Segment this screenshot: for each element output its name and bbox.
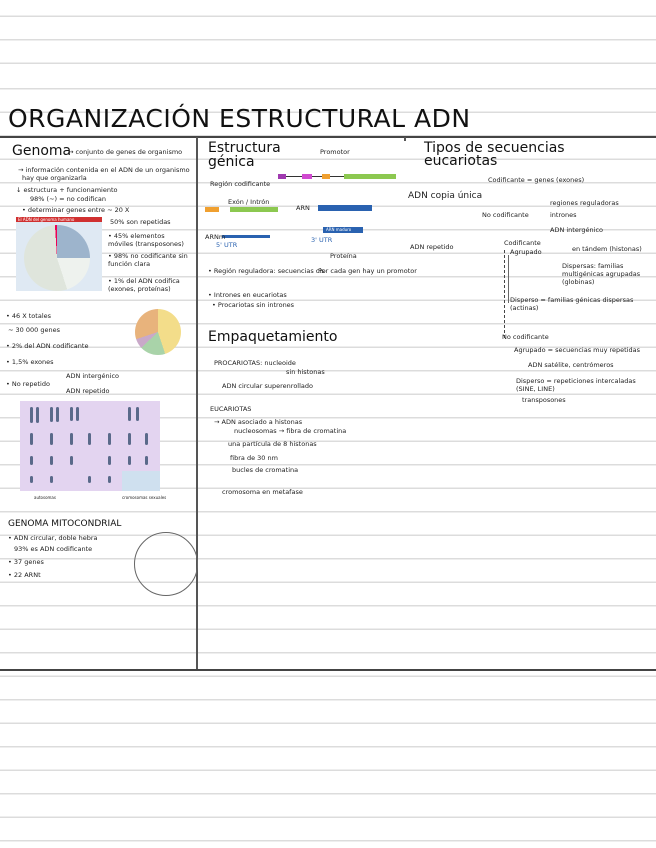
- estructura-heading: Estructura génica: [208, 140, 281, 170]
- karyotype-image: [20, 401, 160, 491]
- karyotype-label: autosomas: [34, 495, 56, 500]
- tree-node: ADN repetido: [410, 243, 454, 251]
- gene-label: ARN maduro: [326, 227, 352, 232]
- genome-fact: • 1,5% exones: [6, 358, 54, 366]
- mito-line: • ADN circular, doble hebra: [8, 534, 98, 542]
- gene-label: Promotor: [320, 148, 350, 156]
- tree-node: No codificante: [482, 211, 529, 219]
- tree-node: intrones: [550, 211, 577, 219]
- pack-line: bucles de cromatina: [232, 466, 299, 474]
- mrna-box: [318, 205, 372, 211]
- gene-label: 3' UTR: [311, 236, 333, 244]
- mito-line: • 22 ARNt: [8, 571, 41, 579]
- pie-note: • 1% del ADN codifica (exones, proteínas…: [108, 277, 180, 293]
- pack-line: → ADN asociado a histonas: [214, 418, 303, 426]
- genome-fact: • 46 X totales: [6, 312, 52, 320]
- mito-line: • 37 genes: [8, 558, 44, 566]
- genome-fact: • No repetido: [6, 380, 50, 388]
- tipos-heading: Tipos de secuencias eucariotas: [424, 140, 565, 169]
- gene-label: Exón / Intrón: [228, 198, 270, 206]
- pie-title: El ADN del genoma humano: [16, 217, 102, 222]
- pie-note: • 45% elementos móviles (transposones): [108, 232, 184, 248]
- gene-note: • Intrones en eucariotas: [208, 291, 287, 299]
- genoma-line: 98% (∼) = no codifican: [30, 195, 107, 203]
- empaquetamiento-heading: Empaquetamiento: [208, 329, 338, 345]
- exon-box: [344, 174, 396, 179]
- gene-note: • Procariotas sin intrones: [212, 301, 295, 309]
- pack-line: PROCARIOTAS: nucleoide: [214, 359, 296, 367]
- pie-note: • 98% no codificante sin función clara: [108, 252, 188, 268]
- genome-fact: • 2% del ADN codificante: [6, 342, 89, 350]
- mature-rna-box: [323, 227, 363, 233]
- page-title: ORGANIZACIÓN ESTRUCTURAL ADN: [8, 104, 471, 133]
- gene-label: Proteína: [330, 252, 357, 260]
- tree-node: No codificante: [502, 333, 549, 341]
- exon-box: [278, 174, 286, 179]
- column-divider-1: [196, 137, 198, 669]
- footer-divider: [0, 669, 656, 671]
- gene-label: Región codificante: [210, 180, 271, 188]
- gene-label: ARN: [296, 204, 310, 212]
- tree-node: regiones reguladoras: [550, 199, 619, 207]
- mrna-strand: [222, 235, 270, 238]
- genoma-heading: Genoma: [12, 143, 72, 159]
- exon-box: [322, 174, 330, 179]
- gene-label: 5' UTR: [216, 241, 238, 249]
- genome-fact: ∼ 30 000 genes: [8, 326, 60, 334]
- tree-node: ADN satélite, centrómeros: [528, 361, 614, 369]
- cds-box: [230, 207, 278, 212]
- karyotype-label: cromosomas sexuales: [122, 495, 167, 500]
- sequence-pie-chart: [135, 309, 181, 355]
- gene-note: • Región reguladora: secuencias cis: [208, 267, 325, 275]
- tree-node: transposones: [522, 396, 566, 404]
- header-divider: [0, 136, 656, 138]
- mito-heading: GENOMA MITOCONDRIAL: [8, 519, 122, 529]
- genoma-line: ↓ estructura + funcionamiento: [16, 186, 118, 194]
- column-divider-2: [404, 137, 406, 141]
- pack-line: ADN circular superenrollado: [222, 382, 313, 390]
- branch-item: ADN intergénico: [66, 372, 120, 380]
- tree-connector: [504, 250, 506, 338]
- mito-line: 93% es ADN codificante: [14, 545, 93, 553]
- tree-node: Disperso = familias génicas dispersas (a…: [510, 296, 634, 312]
- tree-node: en tándem (histonas): [572, 245, 642, 253]
- pack-line: una partícula de 8 histonas: [228, 440, 317, 448]
- tree-connector: [508, 255, 509, 303]
- tree-node: ADN intergénico: [550, 226, 604, 234]
- genoma-line: • determinar genes entre ∼ 20 X: [22, 206, 130, 214]
- gene-note: Por cada gen hay un promotor: [318, 267, 417, 275]
- pack-line: nucleosomas → fibra de cromatina: [234, 427, 347, 435]
- utr-box: [205, 207, 219, 212]
- genoma-line: hay que organizarla: [22, 174, 87, 182]
- pack-line: EUCARIOTAS: [210, 405, 252, 413]
- tree-node: ADN copia única: [408, 191, 483, 201]
- gene-label: ARNm: [205, 233, 226, 241]
- exon-box: [302, 174, 312, 179]
- tree-node: Agrupado: [510, 248, 542, 256]
- mitochondrial-genome-map: [134, 532, 198, 596]
- pack-line: sin histonas: [286, 368, 325, 376]
- genoma-note: → conjunto de genes de organismo: [68, 148, 183, 156]
- pie-note: 50% son repetidas: [110, 218, 171, 226]
- tree-node: Codificante: [504, 239, 541, 247]
- genoma-line: → información contenida en el ADN de un …: [18, 166, 190, 174]
- branch-item: ADN repetido: [66, 387, 110, 395]
- tree-node: Agrupado = secuencias muy repetidas: [514, 346, 641, 354]
- pack-line: fibra de 30 nm: [230, 454, 278, 462]
- pack-line: cromosoma en metafase: [222, 488, 303, 496]
- tree-node: Disperso = repeticiones intercaladas (SI…: [516, 377, 636, 393]
- tree-node: Codificante = genes (exones): [488, 176, 585, 184]
- gene-line: [278, 176, 396, 177]
- genome-pie-figure: El ADN del genoma humano: [16, 217, 102, 291]
- genome-pie-chart: [24, 225, 90, 291]
- tree-node: Dispersas: familias multigénicas agrupad…: [562, 262, 641, 286]
